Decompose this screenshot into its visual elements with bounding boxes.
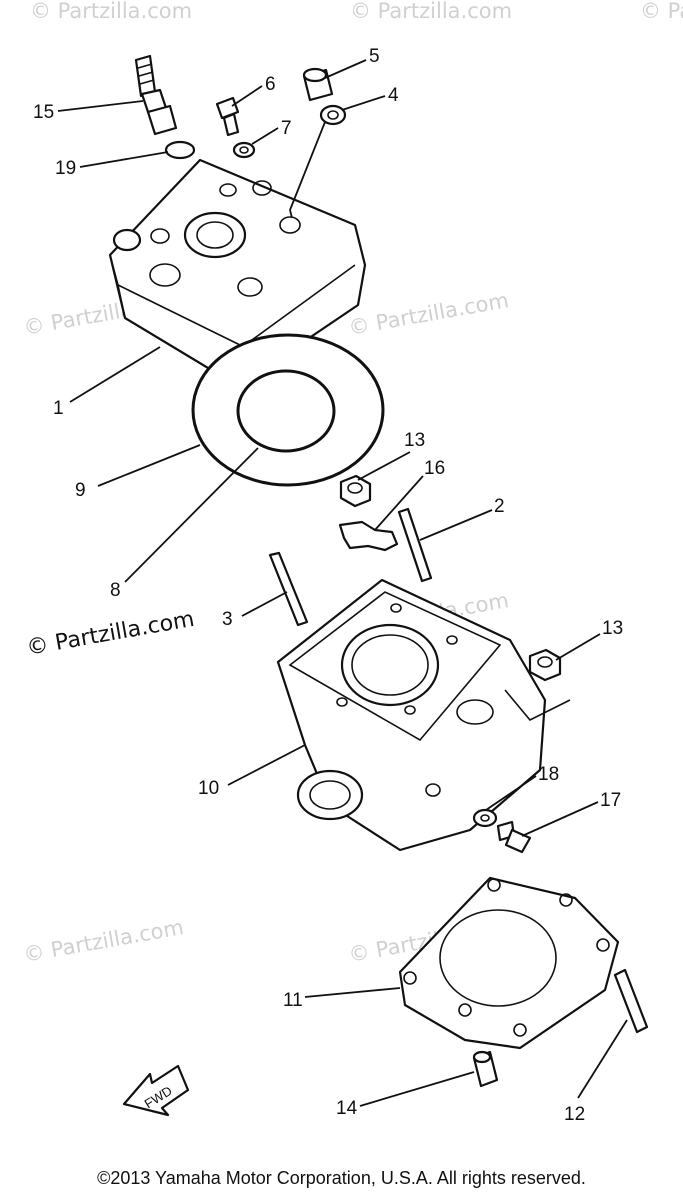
callout-11: 11 <box>283 990 303 1011</box>
nut-13 <box>339 474 372 508</box>
cylinder <box>276 578 571 852</box>
base-gasket <box>398 876 620 1050</box>
stud-3 <box>268 551 309 627</box>
callout-10: 10 <box>198 778 219 799</box>
gasket-4 <box>319 104 347 126</box>
callout-1: 1 <box>53 398 64 419</box>
bolt-17 <box>496 820 532 854</box>
callout-3: 3 <box>222 609 233 630</box>
forward-direction-arrow: FWD <box>122 1064 190 1117</box>
callout-17: 17 <box>600 790 621 811</box>
watermark: © Partzilla.com <box>347 288 511 340</box>
washer-7 <box>232 141 256 159</box>
callout-14: 14 <box>336 1098 358 1119</box>
callout-19: 19 <box>55 158 76 179</box>
stud-12 <box>613 968 649 1034</box>
leader-lines <box>57 59 628 1107</box>
callout-18: 18 <box>538 764 559 785</box>
spark-plug <box>134 54 178 136</box>
callout-5: 5 <box>369 46 380 67</box>
partzilla-watermark: © Partzilla.com <box>25 607 197 661</box>
callout-13: 13 <box>404 430 425 451</box>
stud-2 <box>397 507 433 583</box>
bracket-16 <box>338 520 399 552</box>
copyright-footer: ©2013 Yamaha Motor Corporation, U.S.A. A… <box>97 1168 586 1188</box>
callout-16: 16 <box>424 458 445 479</box>
callout-12: 12 <box>564 1104 585 1125</box>
callout-6: 6 <box>265 74 276 95</box>
nut-13 <box>528 648 562 682</box>
watermark: © Partzilla.com <box>640 0 683 23</box>
callout-9: 9 <box>75 480 86 501</box>
callout-15: 15 <box>33 102 54 123</box>
callout-4: 4 <box>388 85 399 106</box>
callout-7: 7 <box>281 118 292 139</box>
watermark: © Partzilla.com <box>30 0 192 23</box>
callout-8: 8 <box>110 580 121 601</box>
cylinder-head <box>108 158 367 382</box>
callout-13: 13 <box>602 618 623 639</box>
plug-5 <box>302 67 334 102</box>
washer-18 <box>472 808 498 828</box>
watermark: © Partzilla.com <box>22 915 186 967</box>
bolt-6 <box>215 96 240 137</box>
spark-plug-washer <box>164 140 196 160</box>
callout-2: 2 <box>494 496 505 517</box>
o-ring <box>236 369 336 453</box>
watermark: © Partzilla.com <box>350 0 512 23</box>
callout-labels: 15 19 6 7 5 4 1 9 8 13 16 2 3 13 10 18 1… <box>33 46 623 1125</box>
dowel-pin-14 <box>472 1050 499 1088</box>
